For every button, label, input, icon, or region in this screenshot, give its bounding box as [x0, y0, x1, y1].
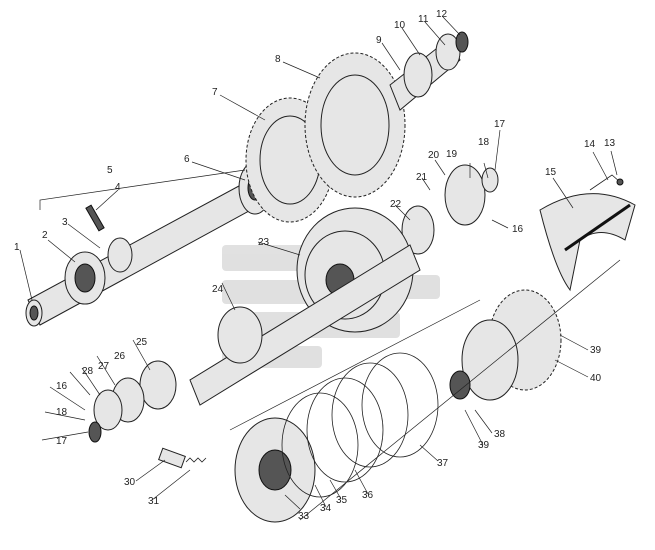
label-17b: 17 — [56, 436, 68, 447]
label-2: 2 — [42, 230, 48, 241]
label-18b: 18 — [56, 407, 68, 418]
label-7: 7 — [212, 87, 218, 98]
label-34: 34 — [320, 503, 332, 514]
label-38: 38 — [494, 429, 506, 440]
label-3: 3 — [62, 217, 68, 228]
part-33-37-clutch-plates — [234, 352, 439, 523]
label-35: 35 — [336, 495, 348, 506]
label-37: 37 — [437, 458, 449, 469]
label-14: 14 — [584, 139, 596, 150]
label-9: 9 — [376, 35, 382, 46]
part-38-40-gear-hub — [449, 289, 562, 401]
label-19: 19 — [446, 149, 458, 160]
label-13: 13 — [604, 138, 616, 149]
label-39b: 39 — [590, 345, 602, 356]
part-3-sleeve — [107, 237, 133, 273]
label-18a: 18 — [478, 137, 490, 148]
part-19-21-assembly — [401, 164, 499, 255]
label-26: 26 — [114, 351, 126, 362]
label-4: 4 — [115, 182, 121, 193]
label-28: 28 — [82, 366, 94, 377]
part-9-10-shaft-end — [389, 31, 469, 111]
label-6: 6 — [184, 154, 190, 165]
part-25-28-bearings — [88, 360, 177, 443]
label-12: 12 — [436, 9, 448, 20]
label-1: 1 — [14, 242, 20, 253]
label-16b: 16 — [56, 381, 68, 392]
label-15: 15 — [545, 167, 557, 178]
label-39a: 39 — [478, 440, 490, 451]
part-8-gear — [304, 52, 406, 198]
part-15-shift-fork — [539, 174, 636, 292]
label-36: 36 — [362, 490, 374, 501]
label-24: 24 — [212, 284, 224, 295]
part-4-key — [85, 204, 105, 232]
part-2-bearing — [64, 251, 106, 305]
label-40: 40 — [590, 373, 602, 384]
part-30-31-pin-spring — [158, 447, 207, 469]
label-10: 10 — [394, 20, 406, 31]
label-33: 33 — [298, 511, 310, 522]
label-16a: 16 — [512, 224, 524, 235]
label-27: 27 — [98, 361, 110, 372]
label-8: 8 — [275, 54, 281, 65]
leader-lines — [19, 16, 621, 521]
label-31: 31 — [148, 496, 160, 507]
label-21: 21 — [416, 172, 428, 183]
label-22: 22 — [390, 199, 402, 210]
label-5: 5 — [107, 165, 113, 176]
label-20: 20 — [428, 150, 440, 161]
part-labels: 1 2 3 4 5 6 7 8 9 10 11 12 13 14 15 16 1… — [14, 9, 616, 522]
label-23: 23 — [258, 237, 270, 248]
part-24-shaft — [189, 244, 421, 406]
label-11: 11 — [418, 14, 429, 25]
label-25: 25 — [136, 337, 148, 348]
label-17a: 17 — [494, 119, 506, 130]
label-30: 30 — [124, 477, 136, 488]
